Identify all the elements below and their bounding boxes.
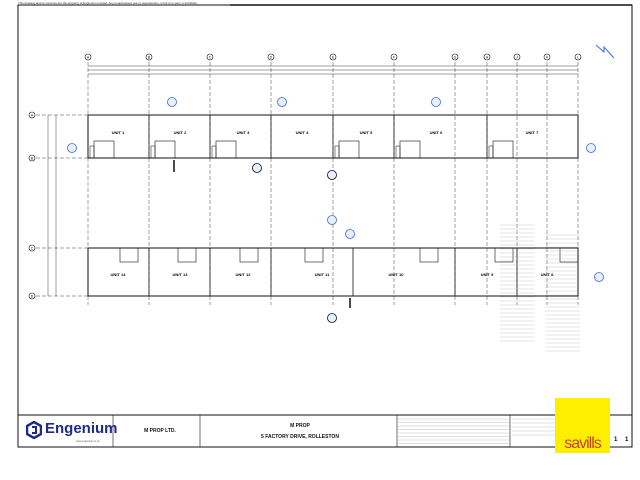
grid-bubble: [543, 53, 551, 61]
grid-bubble: [513, 53, 521, 61]
section-marker-icon: [252, 163, 262, 173]
revision: 1: [614, 437, 618, 443]
building-south: [87, 247, 579, 297]
row-label: D: [31, 295, 34, 299]
grid-bubble: [267, 53, 275, 61]
unit-label: UNIT 3: [237, 130, 250, 135]
amenity-block: [93, 140, 115, 159]
sheet-border: [17, 4, 633, 448]
disclaimer-text: This drawing and its contents are the pr…: [18, 1, 198, 5]
grid-bubble: [451, 53, 459, 61]
section-marker-icon: [327, 215, 337, 225]
row-bubble: [28, 111, 36, 119]
section-marker-icon: [327, 170, 337, 180]
grid-label: J: [516, 56, 518, 60]
amenity-block: [239, 247, 259, 263]
north-arrow-icon: [595, 44, 615, 59]
amenity-block: [304, 247, 324, 263]
grid-label: A: [87, 56, 90, 60]
savills-watermark: savills: [555, 398, 610, 453]
amenity-block: [177, 247, 197, 263]
unit-label: UNIT 8: [541, 272, 554, 277]
section-marker-icon: [586, 143, 596, 153]
grid-label: L: [577, 56, 579, 60]
section-marker-icon: [167, 97, 177, 107]
grid-bubble: [390, 53, 398, 61]
unit-label: UNIT 1: [112, 130, 125, 135]
row-label: A: [31, 114, 34, 118]
engenium-logo: Engenium www.engenium.co.nz: [26, 421, 118, 445]
grid-bubble: [483, 53, 491, 61]
grid-bubble: [574, 53, 582, 61]
grid-label: K: [546, 56, 549, 60]
unit-label: UNIT 4: [296, 130, 309, 135]
engenium-logo-icon: [26, 421, 42, 439]
grid-bubble: [84, 53, 92, 61]
client-name: M PROP LTD.: [144, 428, 176, 434]
row-bubble: [28, 244, 36, 252]
unit-label: UNIT 10: [389, 272, 405, 277]
unit-label: UNIT 13: [173, 272, 189, 277]
section-marker-icon: [277, 97, 287, 107]
row-label: B: [31, 157, 34, 161]
grid-label: D: [270, 56, 273, 60]
row-bubble: [28, 292, 36, 300]
row-label: C: [31, 247, 34, 251]
section-marker-icon: [327, 313, 337, 323]
grid-label: F: [393, 56, 395, 60]
amenity-block: [215, 140, 237, 159]
unit-label: UNIT 14: [111, 272, 127, 277]
amenity-block: [338, 140, 360, 159]
section-marker-icon: [431, 97, 441, 107]
unit-label: UNIT 11: [315, 272, 330, 277]
project-name: M PROP: [290, 423, 310, 429]
amenity-block: [492, 140, 514, 159]
savills-text: savills: [564, 435, 602, 452]
row-bubble: [28, 154, 36, 162]
section-marker-icon: [594, 272, 604, 282]
unit-label: UNIT 6: [430, 130, 443, 135]
unit-label: UNIT 7: [526, 130, 539, 135]
project-address: 5 FACTORY DRIVE, ROLLESTON: [261, 434, 339, 440]
amenity-block: [494, 247, 514, 263]
sheet-number: 1: [625, 437, 629, 443]
unit-label: UNIT 2: [174, 130, 187, 135]
grid-label: B: [148, 56, 151, 60]
amenity-block: [154, 140, 176, 159]
grid-label: G: [454, 56, 457, 60]
grid-bubble: [206, 53, 214, 61]
grid-bubble: [145, 53, 153, 61]
grid-bubble: [329, 53, 337, 61]
unit-label: UNIT 9: [481, 272, 494, 277]
section-marker-icon: [67, 143, 77, 153]
amenity-block: [399, 140, 421, 159]
unit-label: UNIT 5: [360, 130, 373, 135]
grid-label: E: [332, 56, 335, 60]
amenity-block: [419, 247, 439, 263]
section-marker-icon: [345, 229, 355, 239]
grid-label: H: [486, 56, 489, 60]
unit-label: UNIT 12: [236, 272, 252, 277]
amenity-block: [119, 247, 139, 263]
company-name: Engenium: [45, 420, 118, 437]
company-url: www.engenium.co.nz: [76, 440, 100, 443]
grid-label: C: [209, 56, 212, 60]
